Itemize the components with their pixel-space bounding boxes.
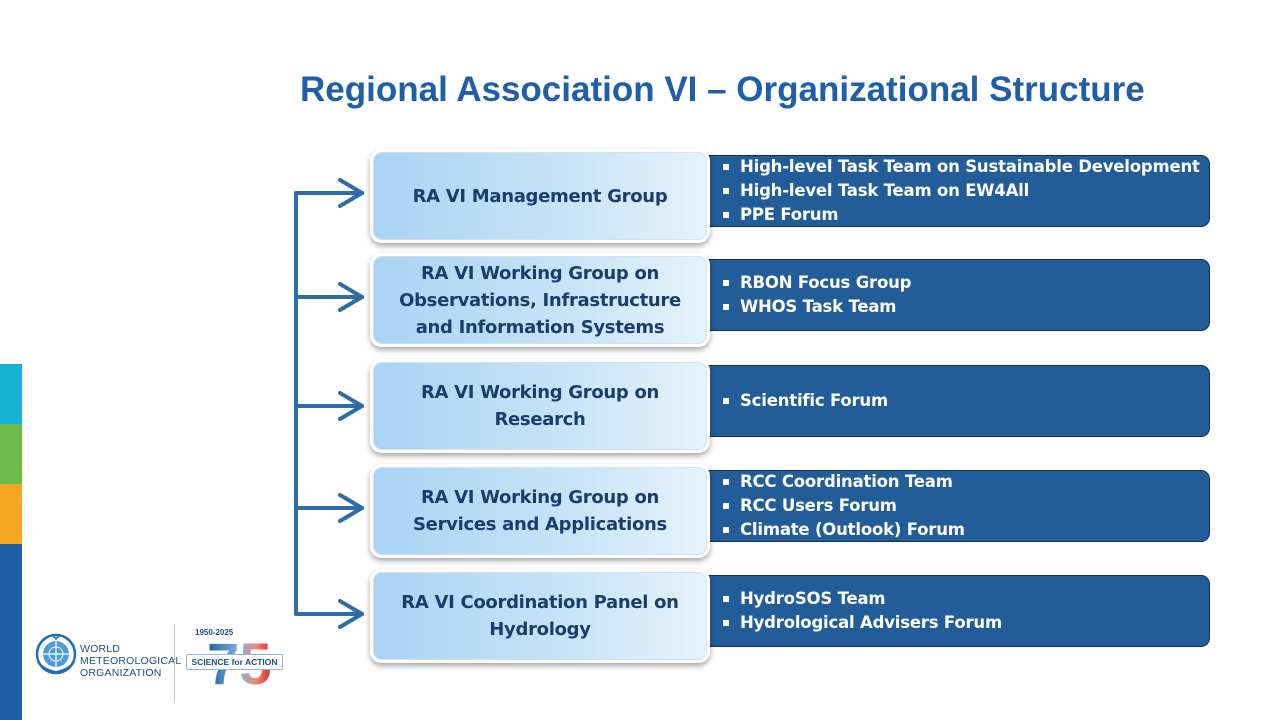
stripe-blue <box>0 544 22 720</box>
main-label: RA VI Management Group <box>412 185 668 207</box>
wmo-name: WORLD METEOROLOGICAL ORGANIZATION <box>80 643 182 679</box>
bullet-icon <box>723 398 729 404</box>
bullet-icon <box>723 479 729 485</box>
row-hydrology: RA VI Coordination Panel on Hydrology Hy… <box>370 569 1212 663</box>
main-box: RA VI Coordination Panel on Hydrology <box>370 569 710 663</box>
list-item: Climate (Outlook) Forum <box>723 518 1209 542</box>
bullet-icon <box>723 164 729 170</box>
anniversary-years: 1950-2025 <box>195 628 234 637</box>
bullet-icon <box>723 212 729 218</box>
bullet-icon <box>723 503 729 509</box>
list-item: RCC Users Forum <box>723 494 1209 518</box>
sub-box: RCC Coordination Team RCC Users Forum Cl… <box>700 470 1210 542</box>
main-box: RA VI Working Group on Services and Appl… <box>370 464 710 558</box>
anniversary-tagline: SCIENCE for ACTION <box>186 654 283 670</box>
stripe-orange <box>0 484 22 544</box>
sub-box: HydroSOS Team Hydrological Advisers Foru… <box>700 575 1210 647</box>
bullet-icon <box>723 620 729 626</box>
stripe-green <box>0 424 22 484</box>
list-item: Scientific Forum <box>723 389 1209 413</box>
row-services: RA VI Working Group on Services and Appl… <box>370 464 1212 558</box>
list-item: High-level Task Team on EW4All <box>723 179 1209 203</box>
anniversary-logo: 75 1950-2025 SCIENCE for ACTION <box>183 628 283 688</box>
main-box: RA VI Working Group on Observations, Inf… <box>370 253 710 347</box>
list-item: HydroSOS Team <box>723 587 1209 611</box>
sub-box: Scientific Forum <box>700 365 1210 437</box>
row-observations: RA VI Working Group on Observations, Inf… <box>370 253 1212 347</box>
main-box: RA VI Management Group <box>370 149 710 243</box>
main-label: RA VI Working Group on Research <box>420 382 660 430</box>
bullet-icon <box>723 527 729 533</box>
list-item: WHOS Task Team <box>723 295 1209 319</box>
sub-box: High-level Task Team on Sustainable Deve… <box>700 155 1210 227</box>
list-item: RBON Focus Group <box>723 271 1209 295</box>
sub-box: RBON Focus Group WHOS Task Team <box>700 259 1210 331</box>
row-management-group: RA VI Management Group High-level Task T… <box>370 149 1212 243</box>
bullet-icon <box>723 280 729 286</box>
main-label: RA VI Working Group on Observations, Inf… <box>399 262 681 338</box>
list-item: High-level Task Team on Sustainable Deve… <box>723 155 1209 179</box>
bullet-icon <box>723 304 729 310</box>
main-label: RA VI Working Group on Services and Appl… <box>413 487 667 535</box>
bullet-icon <box>723 596 729 602</box>
list-item: PPE Forum <box>723 203 1209 227</box>
bullet-icon <box>723 188 729 194</box>
main-box: RA VI Working Group on Research <box>370 359 710 453</box>
page-title: Regional Association VI – Organizational… <box>300 70 1145 109</box>
main-label: RA VI Coordination Panel on Hydrology <box>401 592 679 640</box>
wmo-emblem-icon <box>35 633 77 675</box>
row-research: RA VI Working Group on Research Scientif… <box>370 359 1212 453</box>
list-item: Hydrological Advisers Forum <box>723 611 1209 635</box>
logo-divider <box>174 624 175 702</box>
stripe-cyan <box>0 364 22 424</box>
list-item: RCC Coordination Team <box>723 470 1209 494</box>
